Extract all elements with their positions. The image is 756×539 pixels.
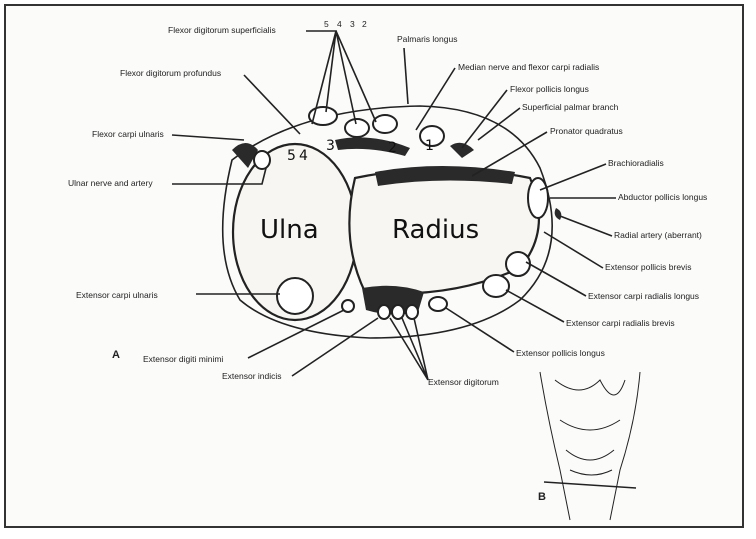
apl-tendon	[528, 178, 548, 218]
ecu-tendon	[277, 278, 313, 314]
label-epl: Extensor pollicis longus	[516, 348, 605, 358]
num-2: 2	[362, 19, 367, 29]
section-mark-2: 2	[388, 140, 397, 156]
ulna-label: Ulna	[260, 215, 319, 245]
radius-label: Radius	[392, 215, 479, 245]
ulnar-nerve-ring	[254, 151, 270, 169]
leader-fpl	[462, 90, 507, 148]
leader-ei	[292, 318, 378, 376]
label-fpl: Flexor pollicis longus	[510, 84, 589, 94]
hand-sketch	[540, 372, 640, 520]
leader-fcu	[172, 135, 244, 140]
section-mark-4: 4	[299, 148, 308, 164]
tendon-3	[345, 119, 369, 137]
label-palmaris: Palmaris longus	[397, 34, 457, 44]
label-median: Median nerve and flexor carpi radialis	[458, 62, 599, 72]
tendon-2	[373, 115, 397, 133]
leader-brachioradialis	[540, 164, 606, 190]
section-line-b	[544, 482, 636, 488]
leader-palmaris	[404, 48, 408, 104]
label-brachioradialis: Brachioradialis	[608, 158, 664, 168]
label-fdp: Flexor digitorum profundus	[120, 68, 221, 78]
label-ei: Extensor indicis	[222, 371, 282, 381]
flexor-dark	[335, 137, 410, 156]
section-mark-5: 5	[287, 148, 296, 164]
num-4: 4	[337, 19, 342, 29]
label-ecrb: Extensor carpi radialis brevis	[566, 318, 675, 328]
label-edm: Extensor digiti minimi	[143, 354, 223, 364]
label-radial-artery: Radial artery (aberrant)	[614, 230, 702, 240]
label-ecrl: Extensor carpi radialis longus	[588, 291, 699, 301]
label-fds: Flexor digitorum superficialis	[168, 25, 276, 35]
leader-epl	[446, 308, 514, 352]
ed-t3	[406, 305, 418, 319]
section-mark-3: 3	[326, 138, 335, 154]
leader-ecrl	[526, 262, 586, 296]
label-apl: Abductor pollicis longus	[618, 192, 707, 202]
radial-artery-dark	[555, 208, 562, 220]
leader-fdp	[244, 75, 300, 134]
ed-t2	[392, 305, 404, 319]
ed-t1	[378, 305, 390, 319]
panel-a-label: A	[112, 349, 120, 361]
label-fcu: Flexor carpi ulnaris	[92, 129, 164, 139]
leader-ed	[390, 318, 428, 380]
label-superficial-palmar: Superficial palmar branch	[522, 102, 619, 112]
ecrl-tendon	[506, 252, 530, 276]
fpl-dark	[450, 143, 474, 158]
label-ed: Extensor digitorum	[428, 377, 499, 387]
label-pronator: Pronator quadratus	[550, 126, 623, 136]
leader-epb	[544, 232, 603, 268]
leader-pronator	[472, 132, 547, 176]
epl-tendon	[429, 297, 447, 311]
num-5: 5	[324, 19, 329, 29]
leader-median	[416, 68, 455, 130]
section-mark-1: 1	[425, 138, 434, 154]
label-ecu: Extensor carpi ulnaris	[76, 290, 158, 300]
label-ulnar-nerve: Ulnar nerve and artery	[68, 178, 153, 188]
leader-radial-artery	[560, 216, 612, 236]
label-epb: Extensor pollicis brevis	[605, 262, 691, 272]
num-3: 3	[350, 19, 355, 29]
ecrb-tendon	[483, 275, 509, 297]
leader-ecrb	[506, 290, 564, 322]
panel-b-label: B	[538, 491, 546, 503]
